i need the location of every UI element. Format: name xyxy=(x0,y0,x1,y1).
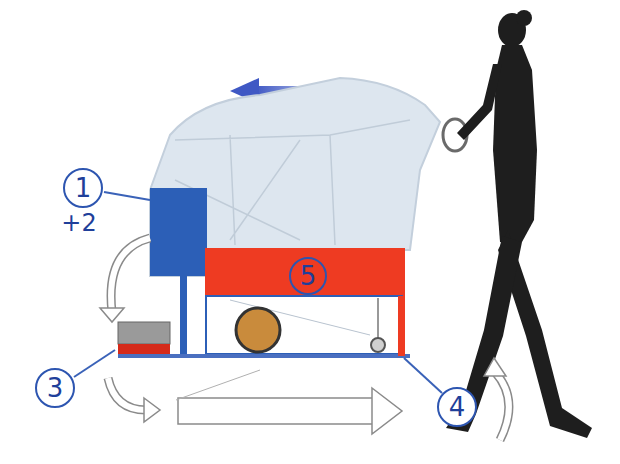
hair-bun xyxy=(516,10,532,26)
callout-number: 1 xyxy=(63,168,103,208)
callout-number: 3 xyxy=(35,368,75,408)
body-detail xyxy=(175,120,410,245)
circle-shape xyxy=(36,369,74,407)
flow-arrow xyxy=(108,378,146,410)
circle-shape xyxy=(290,258,326,294)
brush-pad xyxy=(118,344,170,354)
callout-note: +2 xyxy=(61,210,96,236)
leader-line xyxy=(404,358,442,393)
base-bar xyxy=(118,354,410,358)
red-tank xyxy=(205,248,405,296)
brush xyxy=(118,322,170,344)
machine-body xyxy=(150,78,440,276)
blue-unit xyxy=(150,188,207,276)
guide-line xyxy=(176,370,260,400)
callout-circle: 4 xyxy=(437,387,477,427)
travel-arrowhead xyxy=(372,388,402,434)
flow-arrow xyxy=(495,372,509,440)
leader-line xyxy=(104,192,150,200)
caster-stem xyxy=(377,298,379,338)
flow-arrow xyxy=(111,238,150,312)
callout-circle: 1+2 xyxy=(63,168,103,236)
travel-arrow xyxy=(178,398,373,424)
flow-arrow-outline xyxy=(495,372,509,440)
flow-arrow-outline xyxy=(111,238,150,312)
frame xyxy=(206,296,402,354)
callout-number: 4 xyxy=(437,387,477,427)
leader-line xyxy=(74,350,115,377)
frame-post xyxy=(180,276,187,356)
callout-circle: 5 xyxy=(289,257,327,295)
wheel xyxy=(236,308,280,352)
squeegee-post xyxy=(398,296,405,356)
operator-figure xyxy=(446,10,592,438)
callout-number: 5 xyxy=(289,257,327,295)
circle-shape xyxy=(438,388,476,426)
flow-arrowhead xyxy=(144,398,160,422)
flow-arrowhead xyxy=(484,358,506,376)
flow-arrow-outline xyxy=(108,378,146,410)
arm xyxy=(457,64,502,140)
caster xyxy=(371,338,385,352)
callout-circle: 3 xyxy=(35,368,75,408)
flow-arrowhead xyxy=(100,308,124,322)
circle-shape xyxy=(64,169,102,207)
